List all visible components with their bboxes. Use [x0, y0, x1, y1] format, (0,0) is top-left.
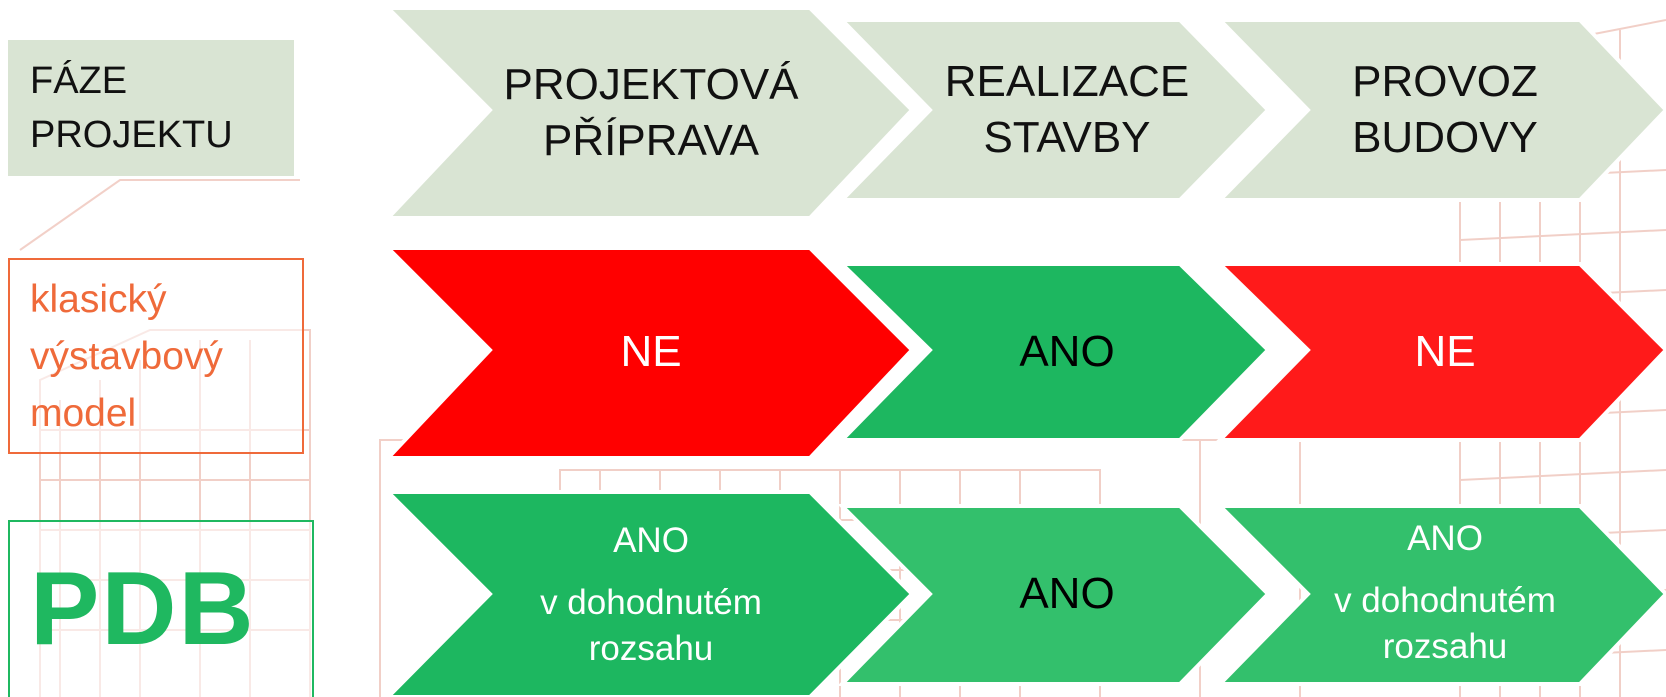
classic-2-text: ANO — [1019, 327, 1115, 376]
classic-label-line-2: výstavbový — [30, 334, 223, 378]
chevron-phase-2 — [837, 18, 1271, 202]
pdb-3-line-1: ANO — [1407, 519, 1483, 558]
phase-label-line-2: PROJEKTU — [30, 114, 233, 156]
classic-label-line-3: model — [30, 391, 137, 435]
chevron-phase-3 — [1215, 18, 1666, 202]
phase-3-line-1: PROVOZ — [1352, 57, 1538, 106]
chevron-pdb-2 — [837, 504, 1271, 686]
chevron-classic-2 — [837, 262, 1271, 442]
pdb-3-text: ANO v dohodnutém rozsahu — [1334, 516, 1556, 670]
phase-3-text: PROVOZ BUDOVY — [1352, 54, 1538, 166]
pdb-3-line-2: v dohodnutém — [1334, 581, 1556, 620]
phase-2-line-2: STAVBY — [983, 113, 1151, 162]
pdb-1-line-3: rozsahu — [588, 629, 714, 668]
classic-3-text: NE — [1414, 327, 1476, 376]
chevron-pdb-3 — [1215, 504, 1666, 686]
chevron-pdb-1 — [383, 490, 915, 697]
pdb-1-line-2: v dohodnutém — [540, 583, 762, 622]
row-label-pdb: PDB — [8, 520, 314, 697]
phase-2-line-1: REALIZACE — [944, 57, 1190, 106]
pdb-3-line-3: rozsahu — [1382, 627, 1508, 666]
phase-1-text: PROJEKTOVÁ PŘÍPRAVA — [503, 57, 798, 169]
chevron-classic-1 — [383, 246, 915, 460]
pdb-2-text: ANO — [1019, 569, 1115, 618]
phase-3-line-2: BUDOVY — [1352, 113, 1538, 162]
pdb-1-line-1: ANO — [613, 521, 689, 560]
phase-label-line-1: FÁZE — [30, 60, 128, 102]
phase-1-line-2: PŘÍPRAVA — [543, 116, 759, 165]
chevron-classic-3 — [1215, 262, 1666, 442]
chevron-phase-1 — [383, 6, 915, 220]
phase-2-text: REALIZACE STAVBY — [945, 54, 1190, 166]
row-label-classic-model: klasický výstavbový model — [8, 258, 304, 454]
classic-1-text: NE — [620, 327, 682, 376]
classic-label-line-1: klasický — [30, 277, 167, 321]
phase-1-line-1: PROJEKTOVÁ — [503, 60, 799, 109]
row-label-project-phase: FÁZE PROJEKTU — [8, 40, 294, 176]
pdb-label-text: PDB — [30, 551, 256, 667]
pdb-1-text: ANO v dohodnutém rozsahu — [540, 518, 762, 672]
